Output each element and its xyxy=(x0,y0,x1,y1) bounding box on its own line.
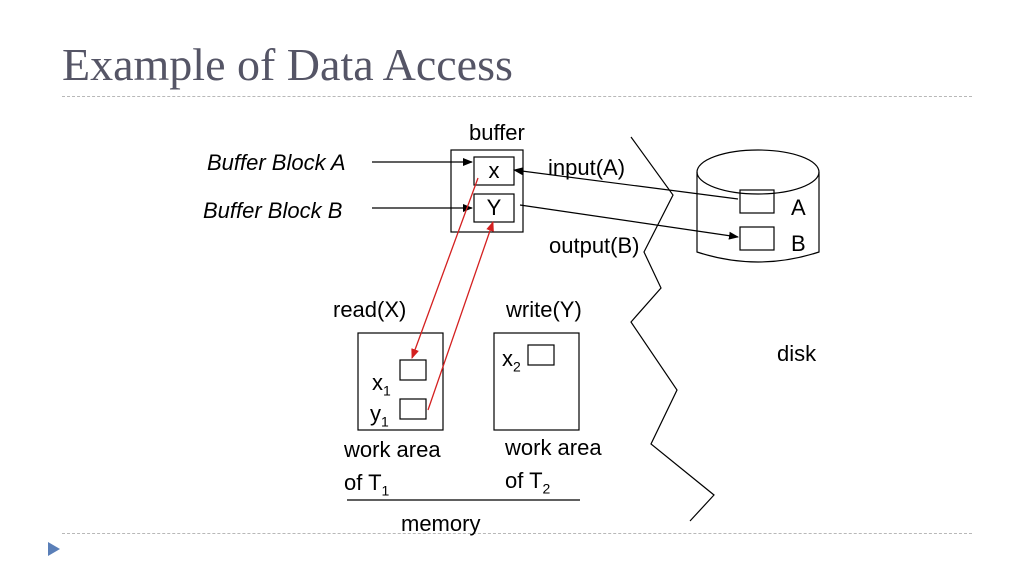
output-label: output(B) xyxy=(549,233,640,258)
read-x-arrow xyxy=(411,177,479,359)
buffer-block-b-label: Buffer Block B xyxy=(203,198,343,223)
input-arrow xyxy=(513,167,739,200)
disk-label: disk xyxy=(777,341,817,366)
work-area-x1-cell xyxy=(399,359,427,381)
next-slide-triangle-icon[interactable] xyxy=(48,542,60,556)
buffer-box xyxy=(450,149,524,233)
disk-a-label: A xyxy=(791,195,806,220)
work-area-t2-box xyxy=(493,332,580,431)
y1-label: y1 xyxy=(370,401,389,430)
memory-disk-zigzag xyxy=(630,136,715,522)
work-area-t2-label: work area xyxy=(505,435,602,460)
write-label: write(Y) xyxy=(506,297,582,322)
title-divider xyxy=(62,96,972,97)
footer-divider xyxy=(62,533,972,534)
disk-b-label: B xyxy=(791,231,806,256)
buffer-block-a-label: Buffer Block A xyxy=(207,150,346,175)
x2-label: x2 xyxy=(502,346,521,375)
work-area-x2-cell xyxy=(527,344,555,366)
buffer-cell-y xyxy=(473,193,515,223)
input-label: input(A) xyxy=(548,155,626,180)
disk-block-a xyxy=(739,189,775,214)
buffer-cell-y-label: Y xyxy=(486,195,502,220)
buffer-label: buffer xyxy=(469,120,525,145)
work-area-t1-label: work area xyxy=(344,437,441,462)
output-arrow xyxy=(519,204,739,240)
disk-cylinder xyxy=(696,172,820,263)
x1-label: x1 xyxy=(372,370,391,399)
work-area-y1-cell xyxy=(399,398,427,420)
read-label: read(X) xyxy=(333,297,407,322)
write-y-arrow xyxy=(427,221,494,411)
buffer-cell-x-label: x xyxy=(488,158,500,183)
disk-cylinder-top xyxy=(696,149,820,195)
of-t2-label: of T2 xyxy=(505,468,551,497)
of-t1-label: of T1 xyxy=(344,470,390,499)
memory-label: memory xyxy=(401,511,481,536)
slide-title: Example of Data Access xyxy=(62,39,513,90)
work-area-t1-box xyxy=(357,332,444,431)
disk-block-b xyxy=(739,226,775,251)
